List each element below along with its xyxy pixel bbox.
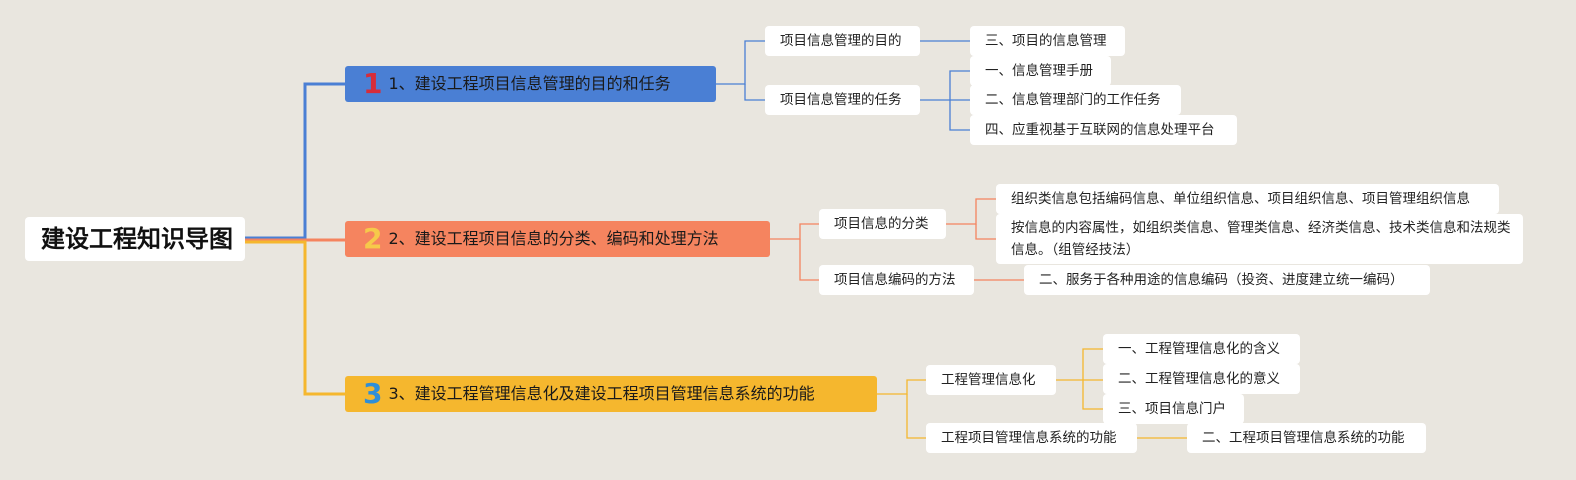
branch-2-sub-2-leaf-1[interactable]: 二、服务于各种用途的信息编码（投资、进度建立统一编码） (1024, 265, 1430, 295)
link-root-branch-1 (245, 82, 345, 240)
branch-1-sub-2-leaf-3[interactable]: 四、应重视基于互联网的信息处理平台 (970, 115, 1237, 145)
branch-2-sub-1[interactable]: 项目信息的分类 (819, 209, 946, 239)
links-branch-3 (877, 348, 1187, 439)
branch-1[interactable]: 1 1、建设工程项目信息管理的目的和任务 (345, 66, 716, 102)
links-branch-1 (716, 40, 970, 131)
links-branch-2 (770, 198, 1024, 281)
branch-1-sub-2-leaf-2[interactable]: 二、信息管理部门的工作任务 (970, 85, 1181, 115)
branch-2-label: 2、建设工程项目信息的分类、编码和处理方法 (388, 229, 719, 248)
branch-3-label: 3、建设工程管理信息化及建设工程项目管理信息系统的功能 (388, 384, 815, 403)
branch-3-number: 3 (363, 377, 383, 410)
branch-1-label: 1、建设工程项目信息管理的目的和任务 (388, 74, 671, 93)
link-root-branch-3 (245, 240, 345, 396)
branch-2-sub-1-leaf-1[interactable]: 组织类信息包括编码信息、单位组织信息、项目组织信息、项目管理组织信息 (996, 184, 1499, 214)
branch-3[interactable]: 3 3、建设工程管理信息化及建设工程项目管理信息系统的功能 (345, 376, 877, 412)
root-title[interactable]: 建设工程知识导图 (25, 217, 245, 261)
branch-2-sub-1-leaf-2[interactable]: 按信息的内容属性，如组织类信息、管理类信息、经济类信息、技术类信息和法规类信息。… (996, 214, 1523, 264)
branch-3-sub-1-leaf-3[interactable]: 三、项目信息门户 (1103, 394, 1244, 424)
branch-2-number: 2 (363, 222, 383, 255)
branch-3-sub-2-leaf-1[interactable]: 二、工程项目管理信息系统的功能 (1187, 423, 1426, 453)
branch-1-sub-1[interactable]: 项目信息管理的目的 (765, 26, 920, 56)
branch-2[interactable]: 2 2、建设工程项目信息的分类、编码和处理方法 (345, 221, 770, 257)
branch-3-sub-2[interactable]: 工程项目管理信息系统的功能 (926, 423, 1137, 453)
branch-2-sub-2[interactable]: 项目信息编码的方法 (819, 265, 974, 295)
branch-1-sub-1-leaf-1[interactable]: 三、项目的信息管理 (970, 26, 1125, 56)
branch-3-sub-1-leaf-1[interactable]: 一、工程管理信息化的含义 (1103, 334, 1300, 364)
branch-3-sub-1-leaf-2[interactable]: 二、工程管理信息化的意义 (1103, 364, 1300, 394)
branch-1-sub-2-leaf-1[interactable]: 一、信息管理手册 (970, 56, 1111, 86)
branch-1-sub-2[interactable]: 项目信息管理的任务 (765, 85, 920, 115)
branch-3-sub-1[interactable]: 工程管理信息化 (926, 365, 1056, 395)
branch-1-number: 1 (363, 67, 383, 100)
